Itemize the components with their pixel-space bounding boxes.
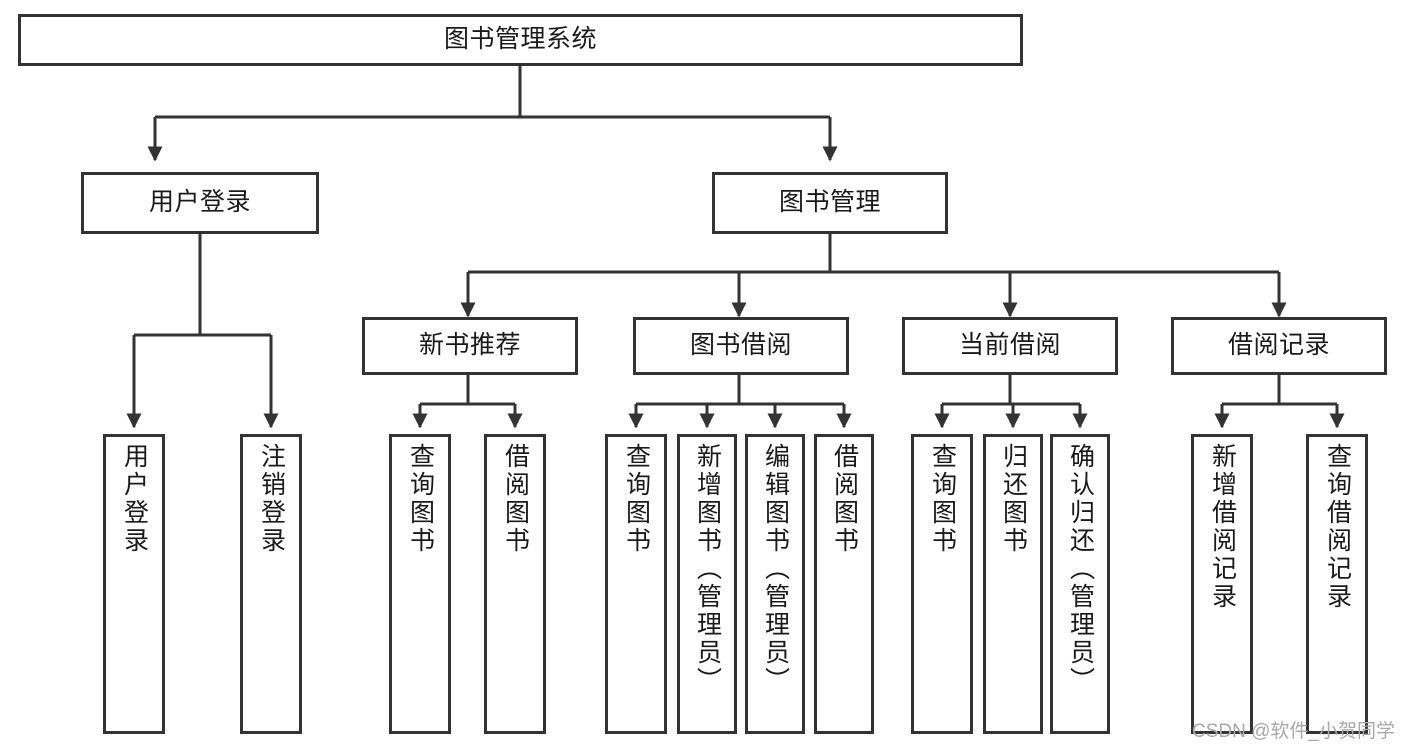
leaf-borrow-query-book-label: 查询图书 bbox=[622, 443, 651, 555]
leaf-user-login-login-label: 用户登录 bbox=[120, 443, 149, 555]
leaf-current-query-book-label: 查询图书 bbox=[928, 443, 957, 555]
node-root[interactable]: 图书管理系统 bbox=[18, 14, 1023, 66]
leaf-new-book-query[interactable]: 查询图书 bbox=[389, 434, 451, 734]
node-user-login-label: 用户登录 bbox=[148, 188, 251, 217]
node-borrow-record[interactable]: 借阅记录 bbox=[1171, 317, 1387, 375]
leaf-borrow-borrow-book[interactable]: 借阅图书 bbox=[814, 434, 874, 734]
node-current-borrow-label: 当前借阅 bbox=[958, 331, 1061, 360]
node-current-borrow[interactable]: 当前借阅 bbox=[902, 317, 1118, 375]
leaf-borrow-borrow-book-label: 借阅图书 bbox=[830, 443, 859, 555]
leaf-new-book-query-label: 查询图书 bbox=[406, 443, 435, 555]
node-book-management-label: 图书管理 bbox=[778, 188, 881, 217]
watermark: CSDN @软件_小贺同学 bbox=[1192, 721, 1395, 742]
node-borrow-record-label: 借阅记录 bbox=[1227, 331, 1330, 360]
node-book-management[interactable]: 图书管理 bbox=[712, 172, 948, 234]
leaf-user-login-logout[interactable]: 注销登录 bbox=[240, 434, 302, 734]
leaf-borrow-query-book[interactable]: 查询图书 bbox=[605, 434, 667, 734]
leaf-borrow-edit-book[interactable]: 编辑图书（管理员） bbox=[745, 434, 805, 734]
leaf-new-book-borrow-label: 借阅图书 bbox=[501, 443, 530, 555]
node-new-book-recommend-label: 新书推荐 bbox=[418, 331, 521, 360]
leaf-record-add-label: 新增借阅记录 bbox=[1208, 443, 1237, 611]
leaf-current-return-book[interactable]: 归还图书 bbox=[983, 434, 1043, 734]
leaf-borrow-add-book[interactable]: 新增图书（管理员） bbox=[677, 434, 737, 734]
node-user-login[interactable]: 用户登录 bbox=[81, 172, 319, 234]
leaf-borrow-add-book-label: 新增图书（管理员） bbox=[693, 443, 722, 695]
leaf-user-login-logout-label: 注销登录 bbox=[257, 443, 286, 555]
node-root-label: 图书管理系统 bbox=[443, 25, 597, 54]
node-book-borrow[interactable]: 图书借阅 bbox=[633, 317, 849, 375]
leaf-current-confirm-return[interactable]: 确认归还（管理员） bbox=[1050, 434, 1110, 734]
leaf-record-query[interactable]: 查询借阅记录 bbox=[1306, 434, 1368, 734]
node-new-book-recommend[interactable]: 新书推荐 bbox=[362, 317, 578, 375]
leaf-current-return-book-label: 归还图书 bbox=[999, 443, 1028, 555]
leaf-borrow-edit-book-label: 编辑图书（管理员） bbox=[761, 443, 790, 695]
leaf-record-query-label: 查询借阅记录 bbox=[1323, 443, 1352, 611]
node-book-borrow-label: 图书借阅 bbox=[689, 331, 792, 360]
leaf-record-add[interactable]: 新增借阅记录 bbox=[1191, 434, 1253, 734]
leaf-current-query-book[interactable]: 查询图书 bbox=[911, 434, 973, 734]
leaf-new-book-borrow[interactable]: 借阅图书 bbox=[484, 434, 546, 734]
leaf-user-login-login[interactable]: 用户登录 bbox=[103, 434, 165, 734]
leaf-current-confirm-return-label: 确认归还（管理员） bbox=[1066, 443, 1095, 695]
